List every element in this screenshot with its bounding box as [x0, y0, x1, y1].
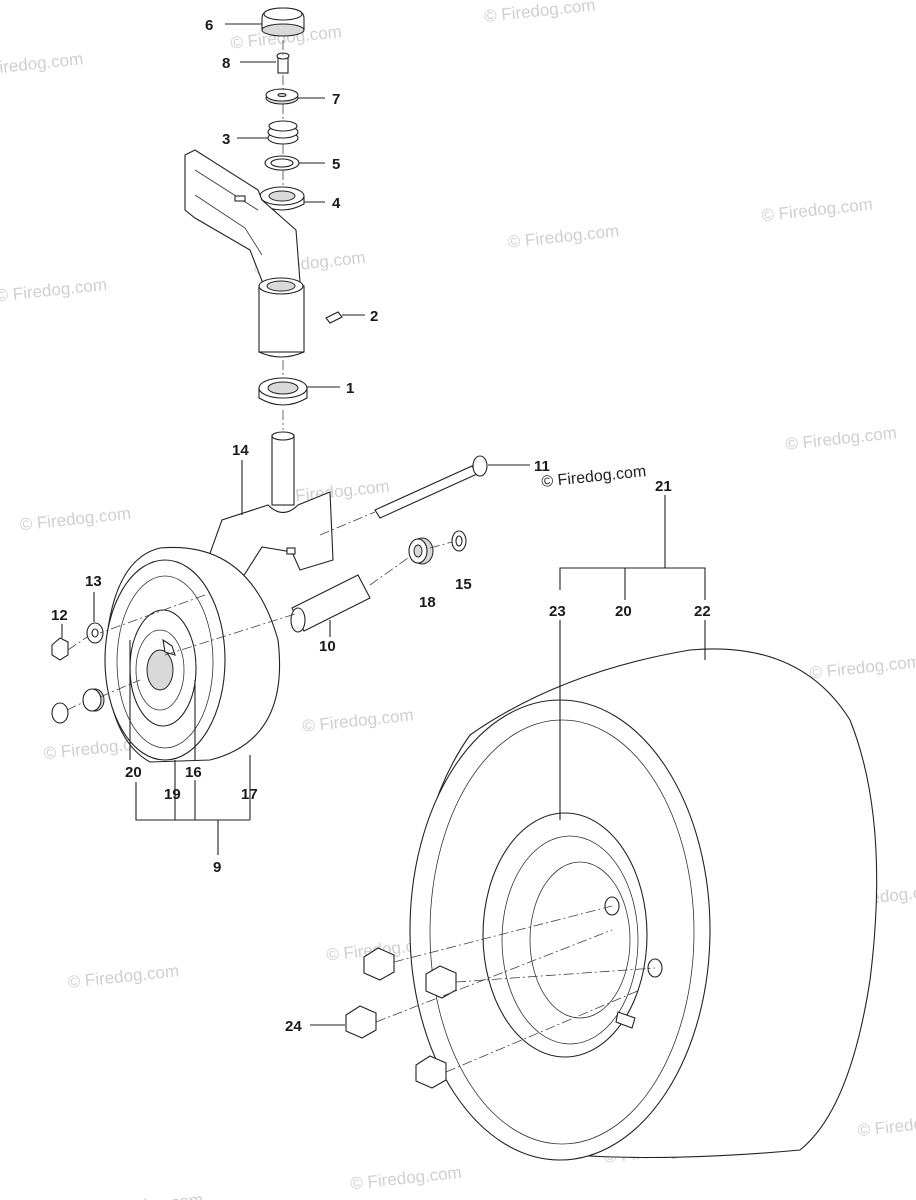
watermark: © Firedog.com	[91, 1190, 204, 1200]
center-lines	[66, 40, 656, 1073]
grease-zerk-part	[325, 311, 343, 324]
caster-wheel-assembly	[104, 546, 281, 763]
callout-4: 4	[332, 195, 341, 212]
callout-1: 1	[346, 380, 354, 397]
thrust-washer-part	[451, 530, 467, 552]
callout-18: 18	[419, 594, 436, 611]
callout-12: 12	[51, 607, 68, 624]
callout-10: 10	[319, 638, 336, 655]
bearing-part-lower	[258, 377, 308, 406]
callout-15: 15	[455, 576, 472, 593]
watermark: © Firedog.com	[19, 504, 132, 535]
callout-5: 5	[332, 156, 340, 173]
dust-cap-part	[261, 7, 305, 37]
callout-24: 24	[285, 1018, 302, 1035]
spindle-tube-part	[258, 277, 305, 358]
callout-7: 7	[332, 91, 340, 108]
caster-hardware	[51, 622, 105, 724]
watermark: © Firedog.com	[785, 423, 898, 454]
leader-lines	[61, 23, 706, 1026]
watermark-prominent: © Firedog.com	[541, 463, 647, 491]
callout-22: 22	[694, 603, 711, 620]
callout-6: 6	[205, 17, 213, 34]
callout-9: 9	[213, 859, 221, 876]
callout-3: 3	[222, 131, 230, 148]
watermark: © Firedog.com	[809, 652, 916, 683]
watermark: © Firedog.com	[507, 221, 620, 252]
nut-part	[265, 88, 299, 105]
washer-part	[264, 155, 300, 171]
watermark: © Firedog.com	[67, 961, 180, 992]
callout-14: 14	[232, 442, 249, 459]
callout-8: 8	[222, 55, 230, 72]
watermark: © Firedog.com	[349, 1163, 462, 1194]
callout-23: 23	[549, 603, 566, 620]
watermark: © Firedog.com	[0, 49, 84, 80]
callout-2: 2	[370, 308, 378, 325]
watermark: © Firedog.com	[301, 705, 414, 736]
callout-20: 20	[615, 603, 632, 620]
spring-washer-part	[267, 120, 299, 145]
grease-fitting-part	[276, 52, 290, 74]
callout-16: 16	[185, 764, 202, 781]
callout-21: 21	[655, 478, 672, 495]
large-wheel-assembly	[409, 648, 878, 1161]
watermark: © Firedog.com	[857, 1110, 916, 1141]
spacer-part	[408, 537, 434, 565]
lug-nuts	[345, 947, 457, 1089]
callout-19: 19	[164, 786, 181, 803]
callout-17: 17	[241, 786, 258, 803]
callout-20: 20	[125, 764, 142, 781]
callout-labels: 6 8 7 3 5 4 2 1 14 11 21 13 12 18 15 23 …	[51, 17, 711, 1035]
watermark: © Firedog.com	[483, 0, 596, 26]
callout-11: 11	[534, 458, 550, 475]
watermark: © Firedog.com	[0, 275, 108, 306]
watermark: © Firedog.com	[760, 195, 873, 226]
axle-bolt-part	[374, 455, 488, 519]
callout-13: 13	[85, 573, 102, 590]
